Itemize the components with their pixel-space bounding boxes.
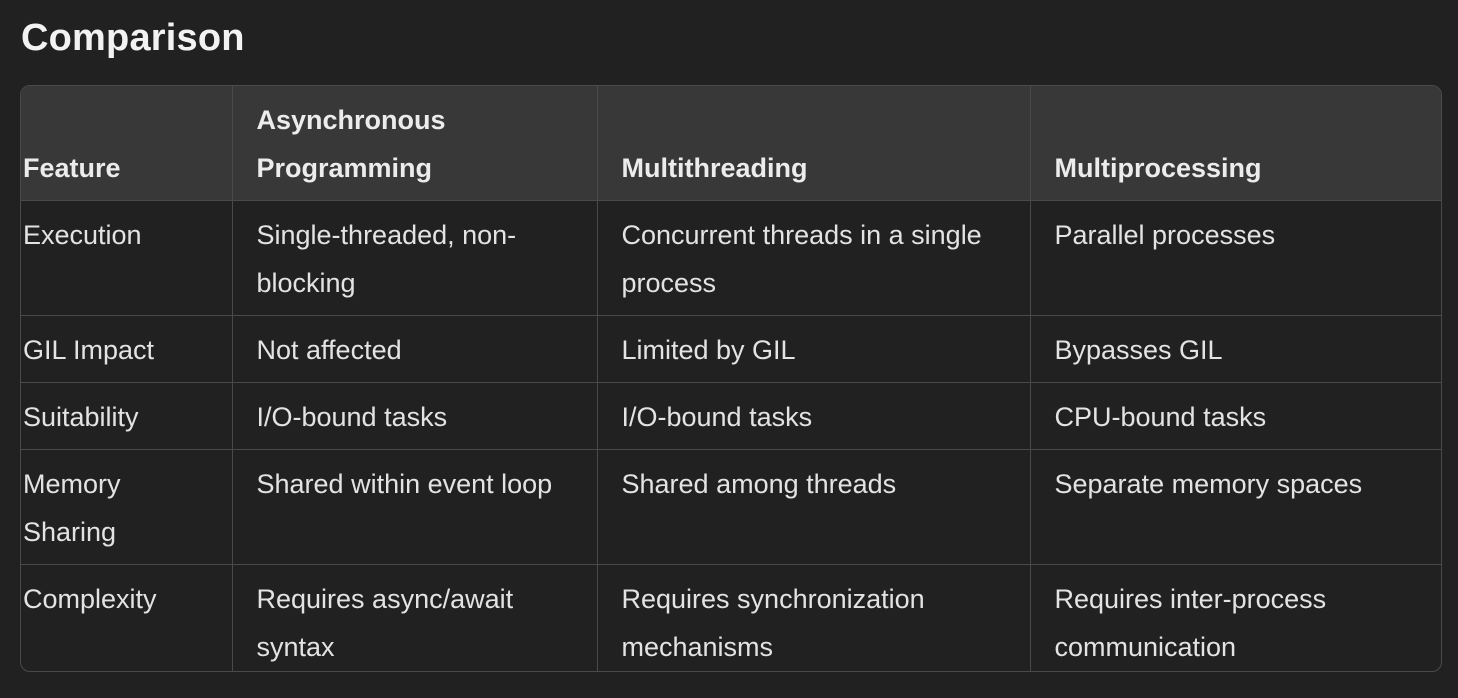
table-header-row: Feature Asynchronous Programming Multith… [21,86,1441,201]
header-feature: Feature [21,86,233,201]
cell-feature: Memory Sharing [21,449,233,565]
cell-multiprocessing: CPU-bound tasks [1030,382,1441,450]
table-row: Complexity Requires async/await syntax R… [21,564,1441,671]
cell-multiprocessing: Requires inter-process communication [1054,583,1327,662]
header-multiprocessing: Multiprocessing [1030,86,1441,201]
cell-async: I/O-bound tasks [232,382,598,450]
cell-multiprocessing: Bypasses GIL [1030,315,1441,383]
table-row: Execution Single-threaded, non-blocking … [21,200,1441,316]
cell-multiprocessing: Separate memory spaces [1030,449,1441,565]
cell-multithreading: Limited by GIL [597,315,1031,383]
table-row: Memory Sharing Shared within event loop … [21,449,1441,565]
header-async: Asynchronous Programming [232,86,598,201]
cell-async: Single-threaded, non-blocking [232,200,598,316]
cell-multiprocessing: Parallel processes [1030,200,1441,316]
cell-multithreading: Shared among threads [597,449,1031,565]
section-heading: Comparison [21,17,245,59]
cell-multithreading: I/O-bound tasks [597,382,1031,450]
cell-feature: GIL Impact [21,315,233,383]
cell-async: Shared within event loop [232,449,598,565]
comparison-table: Feature Asynchronous Programming Multith… [20,85,1442,672]
cell-async: Requires async/await syntax [232,564,598,671]
cell-multithreading: Requires synchronization mechanisms [597,564,1031,671]
table-row: GIL Impact Not affected Limited by GIL B… [21,315,1441,383]
cell-feature: Execution [21,200,233,316]
table-row: Suitability I/O-bound tasks I/O-bound ta… [21,382,1441,450]
cell-feature: Suitability [21,382,233,450]
cell-feature: Complexity [21,564,233,671]
header-multithreading: Multithreading [597,86,1031,201]
cell-async: Not affected [232,315,598,383]
cell-multithreading: Concurrent threads in a single process [597,200,1031,316]
